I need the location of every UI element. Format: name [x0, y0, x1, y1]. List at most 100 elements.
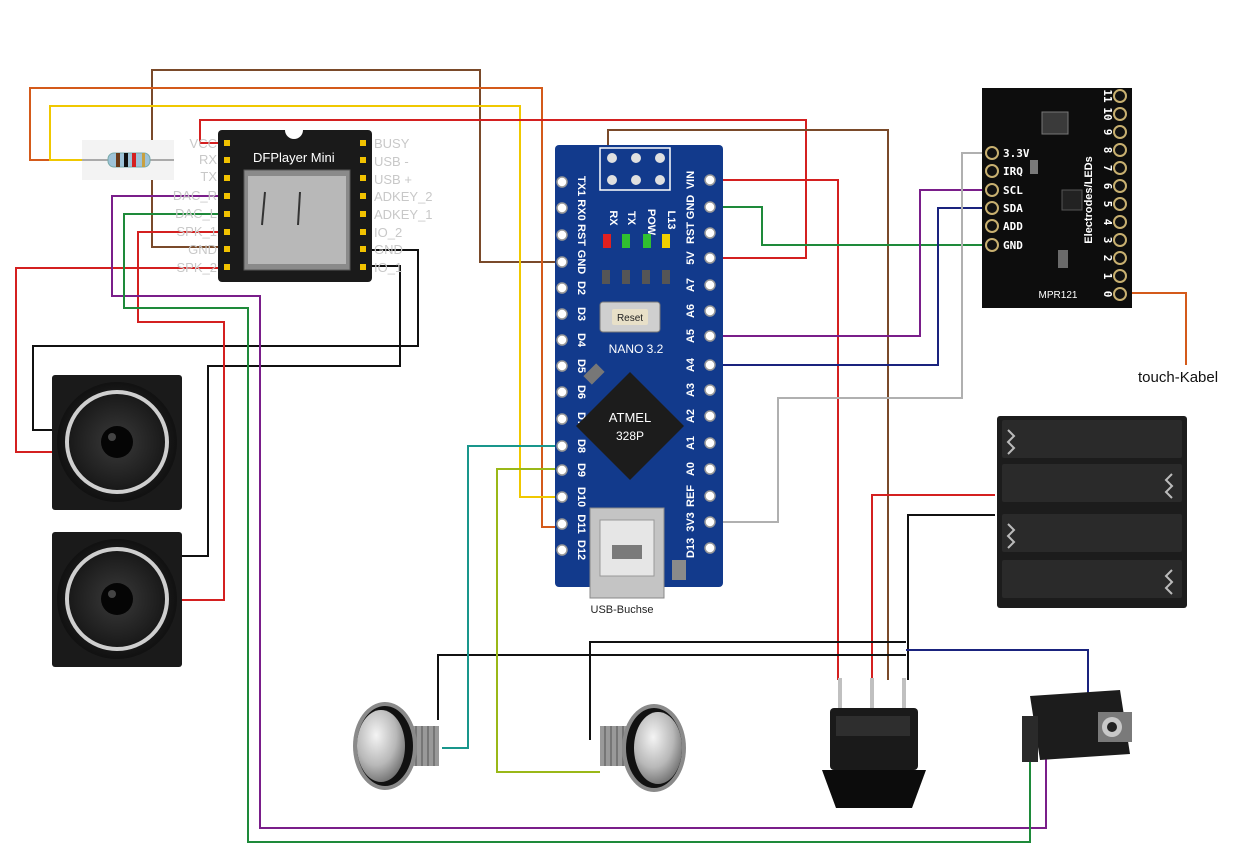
mpr-pin-label: SCL	[1003, 184, 1023, 197]
nano-pin-label: GND	[685, 195, 697, 220]
nano-pin-label: A1	[685, 436, 697, 450]
nano-pin-label: D12	[575, 540, 587, 560]
electrode-label: 9	[1101, 129, 1114, 136]
df-pin-label: SPK_2	[177, 260, 217, 275]
df-pin-label: DAC_R	[173, 188, 217, 203]
nano-right-labels: VIN GND RST 5V A7 A6 A5 A4 A3 A2 A1 A0 R…	[685, 171, 697, 558]
wire-touch	[1128, 292, 1187, 365]
wire-battery-red	[871, 494, 995, 680]
nano-pin-label: D11	[575, 514, 587, 534]
electrode-label: 5	[1101, 201, 1114, 208]
push-button-2[interactable]	[600, 704, 686, 792]
led-label-pow: POW	[645, 209, 657, 236]
df-pin-label: RX	[199, 152, 217, 167]
electrode-label: 7	[1101, 165, 1114, 172]
wire-red-vin	[710, 179, 839, 680]
nano-pin-label: A4	[685, 357, 697, 372]
nano-pin-label: 3V3	[685, 512, 697, 532]
wire-yellow-rx	[49, 105, 560, 498]
electrode-label: 1	[1101, 273, 1114, 280]
electrode-label: 6	[1101, 183, 1114, 190]
nano-led-labels: RX TX POW L13	[607, 209, 677, 236]
mpr121-edge-label: Electrodes/LEDs	[1083, 156, 1095, 243]
wire-brown-df-gnd	[151, 69, 560, 263]
nano-pin-label: 5V	[685, 251, 697, 265]
electrode-label: 10	[1101, 107, 1114, 120]
df-pin-label: DAC_L	[175, 206, 217, 221]
mpr-pin-label: ADD	[1003, 220, 1023, 233]
wire-black-spk1	[32, 249, 419, 431]
wire-black-btn2	[589, 641, 906, 740]
rocker-switch[interactable]	[822, 678, 926, 808]
usb-caption: USB-Buchse	[591, 604, 654, 616]
wire-red-spk2	[137, 231, 232, 601]
df-pin-label: VCC	[190, 136, 217, 151]
wire-battery-black	[907, 514, 995, 680]
led-rx	[603, 234, 611, 248]
wire-gray-3v3	[710, 152, 990, 523]
mpr-pin-label: IRQ	[1003, 165, 1023, 178]
df-pin-label: GND	[188, 242, 217, 257]
df-pin-label: ADKEY_2	[374, 189, 433, 204]
nano-pin-label: A2	[685, 409, 697, 423]
nano-pin-label: A3	[685, 383, 697, 397]
nano-pin-label: D13	[685, 538, 697, 558]
nano-pin-label: A0	[685, 462, 697, 476]
nano-left-pins	[556, 176, 568, 556]
led-tx	[622, 234, 630, 248]
wire-black-btn1	[437, 654, 906, 720]
mpr121-pin-labels: 3.3V IRQ SCL SDA ADD GND	[1003, 147, 1030, 252]
led-label-l13: L13	[665, 211, 677, 230]
wires	[15, 69, 1187, 843]
wire-red-vcc	[199, 119, 807, 259]
led-label-rx: RX	[607, 210, 619, 226]
nano-board	[555, 145, 723, 587]
dfplayer-left-header	[224, 140, 230, 270]
nano-right-pins	[704, 174, 716, 554]
electrode-label: 8	[1101, 147, 1114, 154]
nano-reset-label: Reset	[617, 313, 643, 324]
dfplayer-right-header	[360, 140, 366, 270]
wire-navy-sda	[710, 207, 990, 366]
nano-pin-label: RST	[685, 222, 697, 244]
df-pin-label: USB -	[374, 154, 409, 169]
wire-navy-jack	[906, 649, 1089, 712]
mpr121-left-pins	[985, 146, 999, 252]
df-pin-label: BUSY	[374, 136, 410, 151]
mpr-pin-label: SDA	[1003, 202, 1023, 215]
df-pin-label: ADKEY_1	[374, 207, 433, 222]
nano-pin-label: TX1	[575, 176, 587, 196]
push-button-1[interactable]	[353, 702, 439, 790]
audio-jack	[1022, 690, 1132, 762]
nano-model-label: NANO 3.2	[609, 342, 664, 356]
nano-pin-label: RX0	[575, 199, 587, 220]
led-label-tx: TX	[625, 211, 637, 226]
led-pow	[643, 234, 651, 248]
wire-black-spk2	[180, 265, 401, 557]
wire-olive-d9	[496, 468, 600, 773]
nano-mcu-chip: ATMEL 328P	[576, 372, 684, 480]
mpr-pin-label: GND	[1003, 239, 1023, 252]
mpr121-electrode-labels: 11 10 9 8 7 6 5 4 3 2 1 0	[1101, 89, 1114, 297]
nano-pin-label: GND	[575, 250, 587, 275]
df-pin-label: SPK_1	[177, 224, 217, 239]
electrode-label: 4	[1101, 219, 1114, 226]
electrode-label: 0	[1101, 291, 1114, 298]
nano-pin-label: VIN	[685, 171, 697, 189]
nano-pin-label: REF	[685, 485, 697, 507]
electrode-label: 3	[1101, 237, 1114, 244]
nano-pin-label: D3	[575, 307, 587, 321]
nano-pin-label: A7	[685, 278, 697, 292]
nano-pin-label: D6	[575, 385, 587, 399]
wire-purple-scl	[710, 189, 990, 337]
mpr121-module: 3.3V IRQ SCL SDA ADD GND 11 10 9 8 7 6 5…	[982, 88, 1132, 308]
mpr121-model-label: MPR121	[1039, 290, 1078, 301]
speaker-2	[52, 532, 182, 667]
nano-pin-label: D9	[575, 463, 587, 477]
led-l13	[662, 234, 670, 248]
nano-left-labels: TX1 RX0 RST GND D2 D3 D4 D5 D6 D7 D8 D9 …	[575, 176, 587, 560]
nano-pin-label: A6	[685, 304, 697, 318]
wire-green-dac	[123, 213, 1031, 843]
df-pin-label: USB +	[374, 172, 412, 187]
